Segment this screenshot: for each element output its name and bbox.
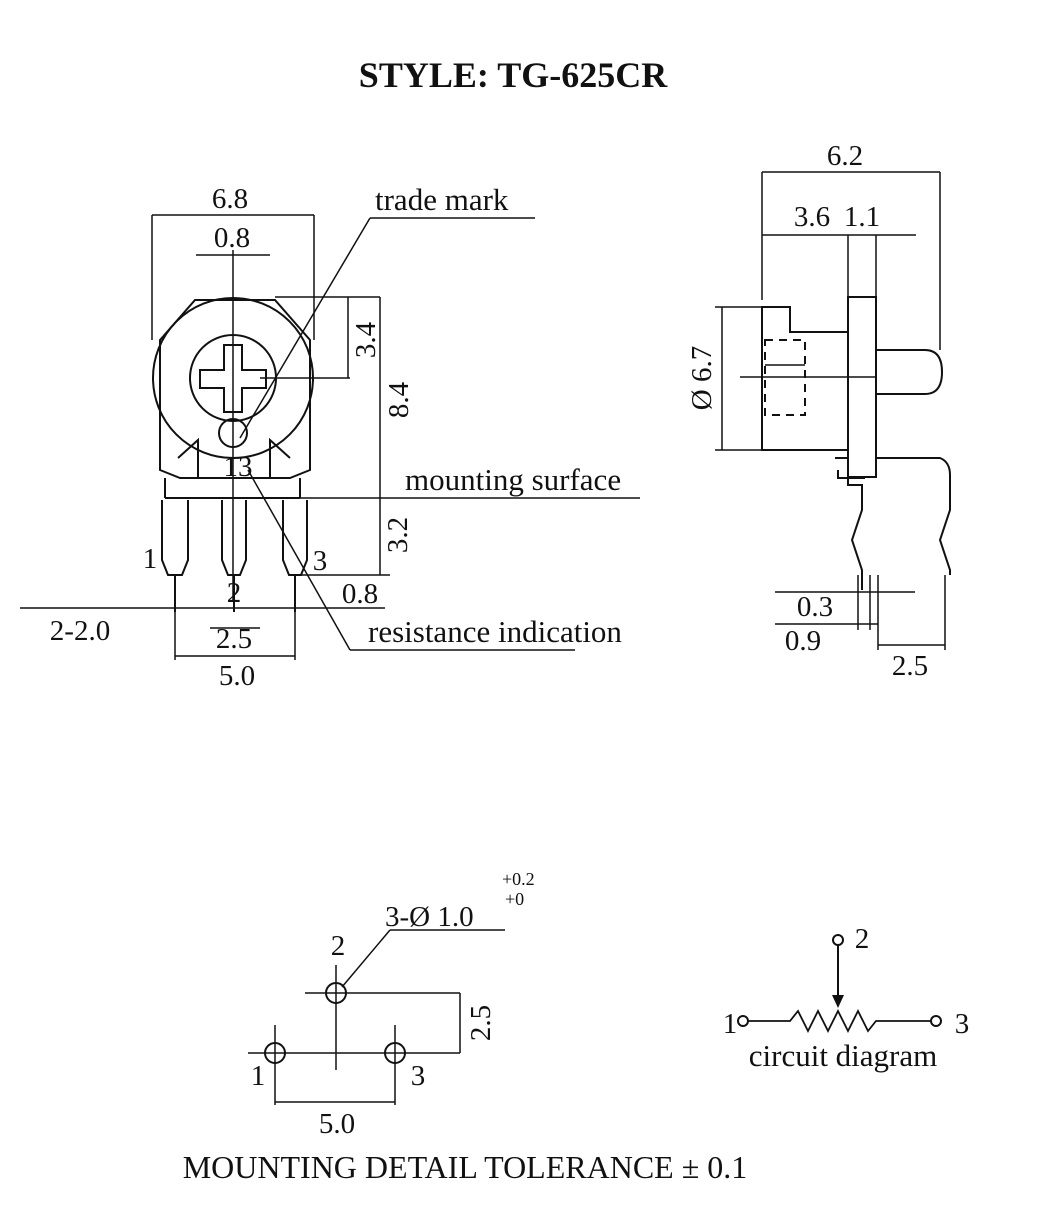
dim-3-2: 3.2 bbox=[382, 517, 414, 553]
dim-0-3: 0.3 bbox=[797, 591, 833, 623]
mounting-detail: 3-Ø 1.0 +0.2 +0 2.5 5.0 2 1 3 bbox=[248, 869, 535, 1140]
front-pin-1-label: 1 bbox=[143, 543, 158, 575]
circuit-node-3 bbox=[930, 1015, 942, 1027]
side-rotor-body bbox=[761, 306, 849, 451]
mount-pin-2-label: 2 bbox=[331, 930, 346, 962]
dim-0-9: 0.9 bbox=[785, 625, 821, 657]
circuit-pin-1-label: 1 bbox=[723, 1008, 738, 1040]
front-body-outline bbox=[159, 299, 311, 479]
mount-pin-1-label: 1 bbox=[251, 1060, 266, 1092]
hole-2 bbox=[325, 982, 347, 1004]
label-mounting-surface: mounting surface bbox=[405, 462, 621, 497]
tolerance-footer: MOUNTING DETAIL TOLERANCE ± 0.1 bbox=[183, 1149, 748, 1185]
circuit-pin-3-label: 3 bbox=[955, 1008, 970, 1040]
circuit-node-1 bbox=[737, 1015, 749, 1027]
dim-3-6: 3.6 bbox=[794, 201, 830, 233]
dim-1-1: 1.1 bbox=[844, 201, 880, 233]
label-resistance-indication: resistance indication bbox=[368, 614, 622, 649]
hole-1 bbox=[264, 1042, 286, 1064]
hole-tol-plus: +0.2 bbox=[502, 869, 535, 889]
dim-0-8-pin: 0.8 bbox=[342, 578, 378, 610]
dim-2-5-front: 2.5 bbox=[216, 623, 252, 655]
label-trade-mark: trade mark bbox=[375, 182, 509, 217]
dim-5-0-mount: 5.0 bbox=[319, 1108, 355, 1140]
dim-8-4: 8.4 bbox=[383, 381, 415, 418]
dim-6-8: 6.8 bbox=[212, 183, 248, 215]
dim-diameter-6-7: Ø 6.7 bbox=[686, 346, 718, 410]
side-lead bbox=[835, 457, 951, 590]
dim-6-2: 6.2 bbox=[827, 140, 863, 172]
side-flange bbox=[847, 296, 877, 478]
pin-2 bbox=[221, 500, 247, 576]
page-title: STYLE: TG-625CR bbox=[359, 55, 668, 95]
pin-1 bbox=[161, 500, 189, 576]
circuit-pin-2-label: 2 bbox=[855, 923, 870, 955]
front-pin-3-label: 3 bbox=[313, 545, 328, 577]
wiper-arrow bbox=[832, 995, 844, 1008]
dim-0-8-slot: 0.8 bbox=[214, 222, 250, 254]
side-view: 6.2 3.6 1.1 Ø 6.7 0.3 0.9 2.5 bbox=[686, 140, 951, 682]
dim-2-5-side: 2.5 bbox=[892, 650, 928, 682]
cross-slot bbox=[199, 344, 267, 413]
hole-spec-label: 3-Ø 1.0 bbox=[385, 901, 474, 933]
pin-bottoms bbox=[174, 575, 296, 612]
trade-mark-leader bbox=[239, 217, 371, 439]
dim-3-4: 3.4 bbox=[350, 321, 382, 358]
hole-tol-zero: +0 bbox=[505, 889, 524, 909]
front-pin-2-label: 2 bbox=[227, 577, 242, 609]
resistor-symbol bbox=[748, 1008, 931, 1034]
dim-2-5-mount: 2.5 bbox=[465, 1005, 497, 1041]
dim-5-0-front: 5.0 bbox=[219, 660, 255, 692]
circuit-node-2 bbox=[832, 934, 844, 946]
resistance-marking: 13 bbox=[224, 451, 253, 483]
circuit-diagram: 2 1 3 circuit diagram bbox=[723, 923, 970, 1073]
mount-pin-3-label: 3 bbox=[411, 1060, 426, 1092]
hole-3 bbox=[384, 1042, 406, 1064]
circuit-caption: circuit diagram bbox=[749, 1038, 938, 1073]
side-knob bbox=[876, 349, 944, 395]
dim-2-2-0: 2-2.0 bbox=[50, 615, 110, 647]
front-view: 6.8 0.8 trade mark 3.4 8.4 mounting surf… bbox=[20, 182, 640, 692]
